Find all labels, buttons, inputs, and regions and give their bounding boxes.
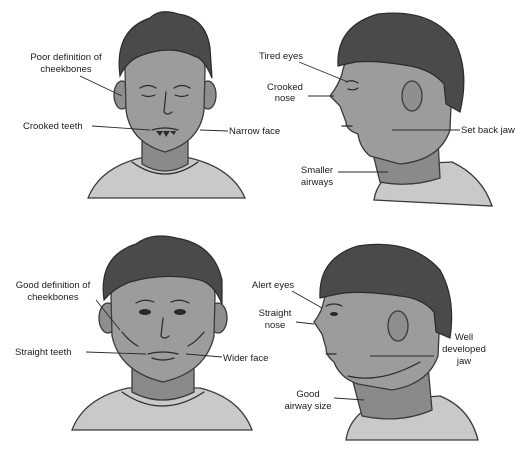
label-narrow-face: Narrow face [229, 126, 280, 137]
eye-right [174, 309, 186, 315]
label-good-airway-line2: airway size [285, 401, 332, 412]
label-good-cheekbones-line2: cheekbones [27, 292, 78, 303]
ear [388, 311, 408, 341]
label-alert-eyes: Alert eyes [252, 280, 294, 291]
label-tired-eyes: Tired eyes [259, 51, 303, 62]
label-well-developed-jaw-line2: developed [442, 344, 486, 355]
eye [330, 312, 338, 316]
label-poor-cheekbones-line2: cheekbones [40, 64, 91, 75]
label-crooked-nose-line1: Crooked [267, 82, 303, 93]
label-straight-nose-line2: nose [265, 320, 286, 331]
label-good-airway-line1: Good [296, 389, 319, 400]
label-good-cheekbones-line1: Good definition of [16, 280, 91, 291]
label-poor-cheekbones-line1: Poor definition of [30, 52, 102, 63]
label-crooked-teeth: Crooked teeth [23, 121, 83, 132]
label-straight-teeth: Straight teeth [15, 347, 72, 358]
label-smaller-airways-line1: Smaller [301, 165, 333, 176]
label-crooked-nose-line2: nose [275, 93, 296, 104]
label-wider-face: Wider face [223, 353, 268, 364]
top-side-portrait [330, 13, 492, 206]
ear [402, 81, 422, 111]
label-smaller-airways-line2: airways [301, 177, 333, 188]
label-well-developed-jaw-line3: jaw [456, 356, 471, 367]
bottom-front-portrait [72, 236, 252, 430]
bottom-side-portrait [314, 244, 478, 440]
label-straight-nose-line1: Straight [259, 308, 292, 319]
eye-left [139, 309, 151, 315]
label-well-developed-jaw-line1: Well [455, 332, 473, 343]
label-set-back-jaw: Set back jaw [461, 125, 515, 136]
top-front-portrait [88, 12, 245, 198]
